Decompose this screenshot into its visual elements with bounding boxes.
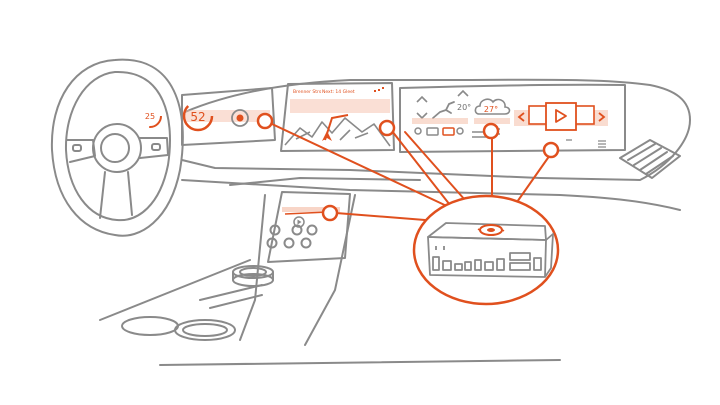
port bbox=[432, 256, 440, 271]
port bbox=[509, 252, 531, 261]
instrument-cluster-screen bbox=[181, 87, 276, 146]
center-screen bbox=[399, 83, 626, 153]
air-vent bbox=[619, 139, 681, 179]
unit-side bbox=[544, 233, 554, 278]
floor-line-left bbox=[99, 259, 251, 321]
menu-icon[interactable] bbox=[598, 140, 606, 148]
console-button[interactable] bbox=[300, 237, 312, 249]
port bbox=[484, 261, 494, 271]
chevron-right-icon[interactable] bbox=[598, 112, 606, 122]
chevron-up-icon[interactable] bbox=[457, 89, 469, 97]
hardware-unit-callout bbox=[412, 194, 560, 306]
cup-holder-left bbox=[121, 316, 179, 336]
console-button[interactable] bbox=[306, 224, 318, 236]
console-screen-content bbox=[282, 207, 340, 228]
play-icon[interactable] bbox=[555, 109, 567, 123]
cup-holder-right bbox=[174, 319, 236, 341]
node-weather bbox=[482, 122, 500, 140]
node-console bbox=[321, 204, 339, 222]
climate-bar bbox=[412, 118, 468, 124]
console-side-left bbox=[239, 194, 266, 341]
port bbox=[454, 263, 463, 271]
console-front-line-2 bbox=[209, 294, 263, 309]
console-button[interactable] bbox=[291, 224, 303, 236]
cluster-highlight bbox=[138, 100, 270, 132]
dashboard-vent-line bbox=[229, 177, 421, 186]
console-button[interactable] bbox=[269, 224, 281, 236]
port bbox=[474, 259, 482, 271]
port bbox=[442, 260, 452, 271]
nav-status-mid: Next: 14 Gleet bbox=[322, 89, 355, 95]
node-media bbox=[542, 141, 560, 159]
chevron-up-icon[interactable] bbox=[416, 95, 428, 103]
map-terrain bbox=[284, 117, 391, 147]
chevron-down-icon[interactable] bbox=[416, 112, 428, 120]
port bbox=[464, 261, 472, 271]
floor-line-lower bbox=[159, 359, 561, 366]
speed-value: 52 bbox=[190, 110, 205, 124]
nav-screen-content bbox=[284, 87, 391, 147]
connection-lines bbox=[271, 123, 551, 221]
cup-holder-right-inner bbox=[182, 323, 228, 337]
dashboard-lower-edge bbox=[181, 179, 681, 211]
port bbox=[509, 262, 531, 271]
seat-heat-icon bbox=[432, 101, 455, 119]
navigation-arrow-icon bbox=[322, 131, 332, 141]
chevron-left-icon[interactable] bbox=[517, 112, 525, 122]
nav-status-left: Brenner Strs bbox=[293, 89, 322, 95]
climate-button[interactable] bbox=[426, 127, 439, 136]
unit-logo bbox=[477, 224, 505, 236]
climate-dot[interactable] bbox=[456, 127, 464, 135]
node-cluster bbox=[256, 112, 274, 130]
console-front-line bbox=[199, 284, 263, 301]
port bbox=[533, 257, 542, 271]
climate-temperature: 20° bbox=[457, 103, 471, 112]
center-screen-content bbox=[412, 89, 608, 148]
knob-icon[interactable] bbox=[232, 265, 274, 287]
climate-button-active[interactable] bbox=[442, 127, 455, 136]
weather-temperature: 27° bbox=[484, 105, 498, 114]
left-gauge-value: 25 bbox=[145, 112, 155, 121]
media-card-center[interactable] bbox=[545, 102, 577, 131]
record-icon bbox=[231, 109, 249, 127]
connection-nodes bbox=[256, 112, 560, 222]
console-play-icon[interactable] bbox=[293, 216, 305, 228]
steering-wheel-icon bbox=[50, 58, 184, 237]
weather-lines bbox=[472, 128, 500, 138]
cloud-icon bbox=[474, 98, 511, 115]
climate-dot[interactable] bbox=[414, 127, 422, 135]
port bbox=[496, 258, 505, 271]
console-button[interactable] bbox=[266, 237, 278, 249]
node-nav bbox=[378, 119, 396, 137]
console-button[interactable] bbox=[283, 237, 295, 249]
dashboard-top-edge bbox=[181, 78, 691, 181]
weather-bar bbox=[474, 118, 510, 124]
